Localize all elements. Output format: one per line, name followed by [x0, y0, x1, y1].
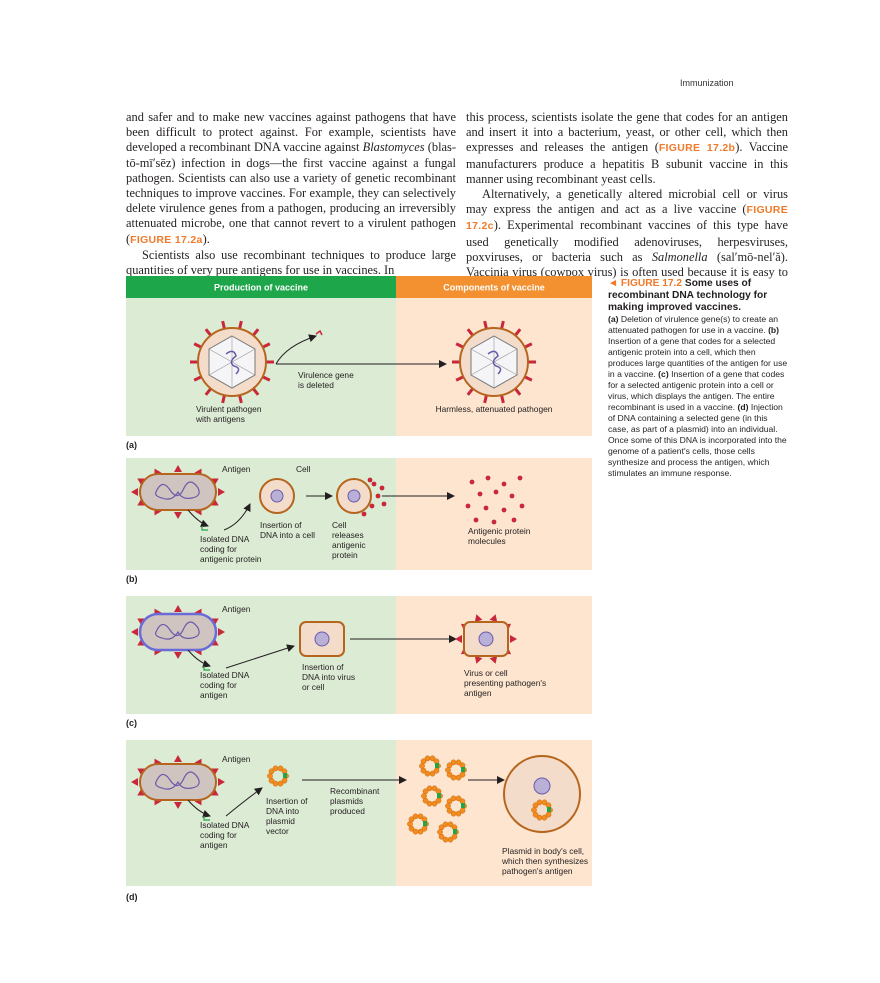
body-column-left: and safer and to make new vaccines again…: [126, 110, 456, 278]
label-dna-b-2: coding for: [200, 544, 237, 554]
label-virulent-pathogen-2: with antigens: [195, 414, 245, 424]
antigen-presenting-cell-icon: [455, 614, 517, 664]
label-insert-b-1: Insertion of: [260, 520, 302, 530]
label-dna-b-1: Isolated DNA: [200, 534, 250, 544]
figure-diagram: Production of vaccine Components of vacc…: [126, 276, 592, 902]
figure-caption: ◄ FIGURE 17.2 Some uses of recombinant D…: [608, 278, 788, 479]
body-paragraph: Scientists also use recombinant techniqu…: [126, 247, 456, 278]
recombinant-plasmids-icon: [407, 755, 467, 843]
cell-releasing-protein-icon: [336, 477, 387, 517]
label-result-c-2: presenting pathogen's: [464, 678, 546, 688]
header-production-label: Production of vaccine: [214, 283, 308, 293]
panel-a-letter: (a): [126, 440, 137, 450]
panel-a: Virulence gene is deleted Virulent patho…: [126, 298, 592, 436]
bacterium-icon: [131, 605, 225, 659]
header-production-bg: [126, 276, 396, 298]
label-virulence-gene-2: is deleted: [298, 380, 334, 390]
virulent-pathogen-icon: [190, 320, 274, 404]
label-dna-b-3: antigenic protein: [200, 554, 262, 564]
label-result-d-2: which then synthesizes: [501, 856, 588, 866]
header-components-label: Components of vaccine: [443, 283, 545, 293]
label-release-b-4: protein: [332, 550, 358, 560]
label-insert-d-4: vector: [266, 826, 289, 836]
label-antigen-d: Antigen: [222, 754, 251, 764]
label-insert-c-2: DNA into virus: [302, 672, 355, 682]
panel-b: Antigen Isolated DNA coding for antigeni…: [126, 458, 592, 570]
virulence-gene-fragment-icon: [315, 329, 323, 336]
label-dna-d-2: coding for: [200, 830, 237, 840]
bacterium-icon: [131, 755, 225, 809]
plasmid-vector-icon: [267, 765, 289, 787]
label-result-d-1: Plasmid in body's cell,: [502, 846, 584, 856]
label-result-c-1: Virus or cell: [464, 668, 508, 678]
body-paragraph: this process, scientists isolate the gen…: [466, 110, 788, 186]
figure-17-2: Production of vaccine Components of vacc…: [126, 276, 592, 916]
label-recomb-d-2: plasmids: [330, 796, 363, 806]
label-antigen-b: Antigen: [222, 464, 251, 474]
label-release-b-1: Cell: [332, 520, 347, 530]
label-insert-d-1: Insertion of: [266, 796, 308, 806]
label-insert-d-3: plasmid: [266, 816, 295, 826]
body-cell-icon: [503, 755, 581, 833]
dna-fragment-icon: [203, 816, 210, 821]
label-recomb-d-1: Recombinant: [330, 786, 380, 796]
panel-d-letter: (d): [126, 892, 138, 902]
dna-fragment-icon: [203, 666, 210, 671]
panel-b-letter: (b): [126, 574, 138, 584]
label-insert-b-2: DNA into a cell: [260, 530, 315, 540]
label-insert-c-1: Insertion of: [302, 662, 344, 672]
panel-c-letter: (c): [126, 718, 137, 728]
body-paragraph: and safer and to make new vaccines again…: [126, 110, 456, 246]
label-result-b-2: molecules: [468, 536, 506, 546]
antigenic-protein-molecules-icon: [465, 475, 525, 525]
label-virulence-gene-1: Virulence gene: [298, 370, 354, 380]
label-result-b-1: Antigenic protein: [468, 526, 531, 536]
label-result-c-3: antigen: [464, 688, 492, 698]
dna-fragment-icon: [201, 526, 208, 531]
caption-title: Some uses of recombinant DNA technology …: [608, 278, 768, 313]
caption-body: (a) Deletion of virulence gene(s) to cre…: [608, 314, 788, 478]
attenuated-pathogen-icon: [452, 320, 536, 404]
label-dna-c-2: coding for: [200, 680, 237, 690]
header-components-bg: [396, 276, 592, 298]
body-column-right: this process, scientists isolate the gen…: [466, 110, 788, 295]
label-antigen-c: Antigen: [222, 604, 251, 614]
label-dna-c-3: antigen: [200, 690, 228, 700]
caption-figure-label: ◄ FIGURE 17.2: [608, 278, 683, 289]
virus-or-cell-icon: [299, 621, 345, 657]
bacterium-icon: [131, 465, 225, 519]
label-insert-c-3: or cell: [302, 682, 324, 692]
label-virulent-pathogen-1: Virulent pathogen: [196, 404, 262, 414]
label-attenuated-pathogen: Harmless, attenuated pathogen: [436, 404, 553, 414]
label-dna-d-3: antigen: [200, 840, 228, 850]
label-release-b-3: antigenic: [332, 540, 366, 550]
panel-d: Antigen Isolated DNA coding for antigen …: [126, 740, 592, 886]
label-recomb-d-3: produced: [330, 806, 365, 816]
cell-icon: [259, 478, 295, 514]
panel-c: Antigen Isolated DNA coding for antigen …: [126, 596, 592, 714]
label-result-d-3: pathogen's antigen: [502, 866, 573, 876]
label-dna-d-1: Isolated DNA: [200, 820, 250, 830]
running-header: Immunization: [680, 78, 734, 88]
label-dna-c-1: Isolated DNA: [200, 670, 250, 680]
label-cell-b: Cell: [296, 464, 311, 474]
label-release-b-2: releases: [332, 530, 364, 540]
label-insert-d-2: DNA into: [266, 806, 299, 816]
caption-heading: ◄ FIGURE 17.2 Some uses of recombinant D…: [608, 278, 788, 314]
